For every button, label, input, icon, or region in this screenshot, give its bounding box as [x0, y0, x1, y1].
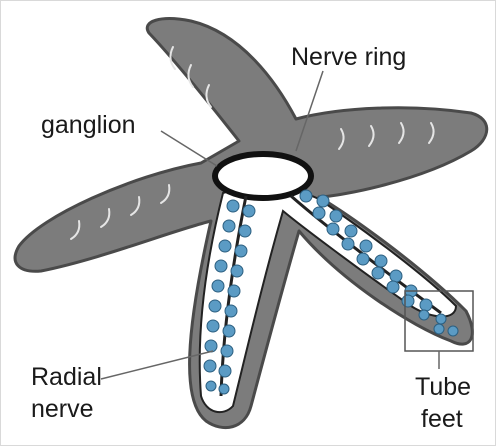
label-tube-feet-line2: feet — [421, 405, 463, 433]
label-ganglion: ganglion — [41, 111, 136, 139]
nerve-ring — [215, 154, 311, 198]
label-nerve-ring: Nerve ring — [291, 43, 406, 71]
label-radial-nerve-line2: nerve — [31, 395, 94, 423]
label-tube-feet-line1: Tube — [415, 373, 471, 401]
label-radial-nerve-line1: Radial — [31, 363, 102, 391]
